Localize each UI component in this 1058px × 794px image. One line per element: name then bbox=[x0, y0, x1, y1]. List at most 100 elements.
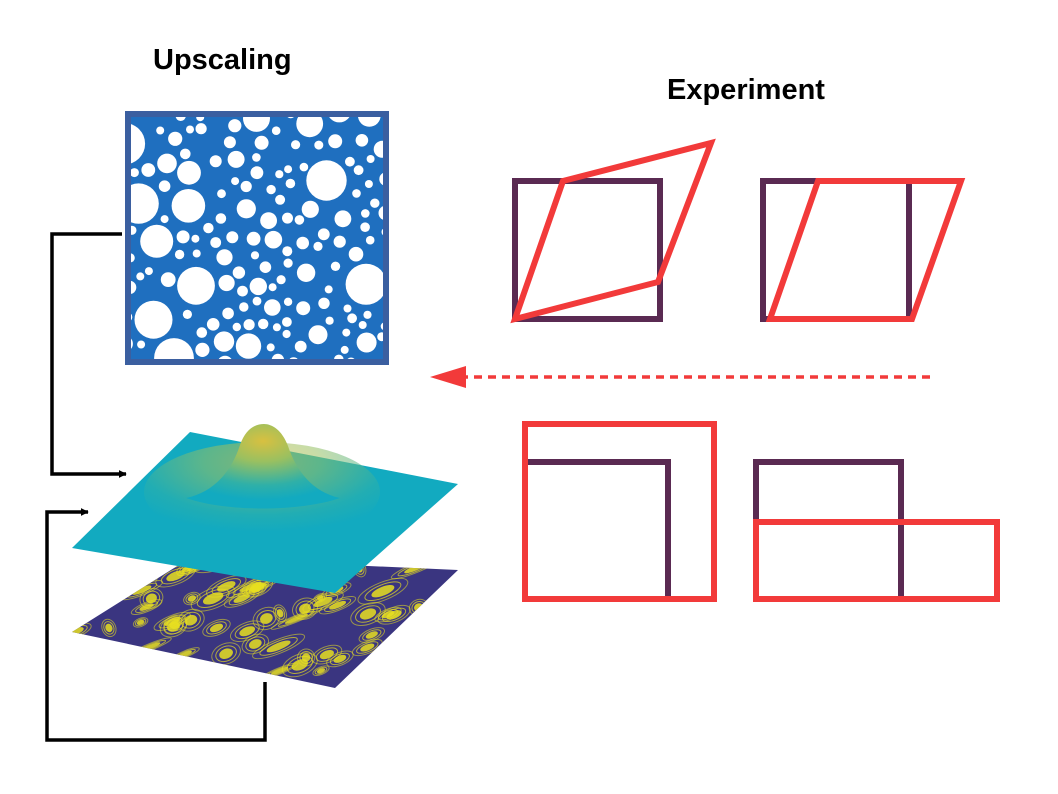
inclusion-particle bbox=[360, 222, 370, 232]
field-contour bbox=[374, 606, 402, 623]
inclusion-particles bbox=[128, 114, 386, 362]
inclusion-particle bbox=[358, 321, 367, 329]
field-contour bbox=[160, 567, 191, 585]
field-contour bbox=[259, 637, 298, 656]
microstructure-rve bbox=[125, 111, 389, 365]
field-contour bbox=[203, 592, 224, 605]
inclusion-particle bbox=[209, 155, 222, 168]
surface-peak bbox=[186, 424, 340, 509]
field-contour bbox=[260, 613, 273, 624]
deformed-box bbox=[522, 421, 717, 602]
field-contour bbox=[292, 597, 318, 620]
inclusion-particle bbox=[268, 283, 277, 292]
microstructure-frame bbox=[125, 111, 389, 365]
inclusion-particle bbox=[348, 246, 364, 262]
inclusion-particle bbox=[347, 313, 357, 324]
inclusion-particle bbox=[282, 329, 291, 339]
inclusion-particle bbox=[254, 135, 269, 150]
field-contour bbox=[196, 588, 230, 609]
field-contour bbox=[228, 591, 255, 606]
field-contour bbox=[314, 666, 328, 675]
inclusion-particle bbox=[227, 150, 245, 168]
field-contour bbox=[329, 600, 347, 610]
inclusion-particle bbox=[158, 180, 171, 192]
inclusion-particle bbox=[317, 228, 330, 241]
inclusion-particle bbox=[195, 342, 210, 357]
inclusion-particle bbox=[365, 235, 375, 245]
field-contour bbox=[256, 609, 277, 628]
inclusion-particle bbox=[356, 332, 377, 353]
experiment-simple-shear bbox=[510, 138, 716, 324]
inclusion-particle bbox=[246, 231, 261, 246]
inclusion-particle bbox=[266, 184, 276, 195]
inclusion-particle bbox=[266, 343, 275, 352]
inclusion-particle bbox=[325, 316, 334, 325]
inclusion-particle bbox=[129, 168, 139, 178]
inclusion-particle bbox=[342, 328, 351, 337]
inclusion-particle bbox=[352, 189, 361, 198]
inclusion-particle bbox=[296, 301, 311, 316]
inclusion-particle bbox=[191, 234, 200, 243]
field-contour bbox=[105, 623, 113, 633]
inclusion-particle bbox=[370, 198, 380, 208]
inclusion-particle bbox=[206, 318, 220, 331]
field-contour bbox=[364, 581, 402, 602]
inclusion-particle bbox=[216, 249, 233, 266]
field-contour bbox=[239, 626, 256, 637]
inclusion-particle bbox=[272, 323, 281, 332]
inclusion-particle bbox=[218, 274, 235, 292]
inclusion-particle bbox=[210, 237, 222, 248]
field-contour bbox=[167, 621, 180, 632]
inclusion-particle bbox=[366, 155, 375, 163]
inclusion-particle bbox=[283, 258, 293, 268]
field-contour bbox=[266, 640, 291, 653]
field-contour bbox=[359, 608, 377, 620]
field-contour bbox=[206, 621, 227, 635]
field-contour bbox=[350, 602, 386, 626]
field-contour bbox=[274, 606, 286, 620]
field-contour bbox=[72, 627, 84, 635]
inclusion-particle bbox=[160, 215, 169, 224]
inclusion-particle bbox=[355, 134, 369, 147]
field-contour bbox=[312, 665, 330, 676]
field-contour bbox=[270, 607, 323, 630]
inclusion-particle bbox=[134, 300, 173, 339]
experiment-title: Experiment bbox=[667, 74, 825, 106]
field-contour bbox=[324, 598, 352, 613]
inclusion-particle bbox=[137, 340, 146, 349]
inclusion-particle bbox=[235, 333, 262, 359]
inclusion-particle bbox=[141, 163, 156, 177]
inclusion-particle bbox=[168, 131, 183, 146]
field-contour bbox=[371, 585, 395, 598]
inclusion-particle bbox=[203, 222, 214, 234]
inclusion-particle bbox=[231, 177, 240, 186]
field-contour bbox=[145, 593, 157, 604]
field-contour bbox=[180, 611, 201, 629]
field-contour bbox=[159, 616, 188, 638]
inclusion-particle bbox=[252, 153, 261, 162]
inclusion-particle bbox=[239, 302, 249, 312]
inclusion-particle bbox=[128, 123, 146, 165]
field-contour bbox=[132, 617, 149, 628]
inclusion-particle bbox=[249, 277, 267, 296]
inclusion-particle bbox=[259, 261, 272, 274]
inclusion-particle bbox=[333, 235, 346, 248]
inclusion-particle bbox=[294, 340, 307, 353]
inclusion-particle bbox=[301, 200, 319, 218]
field-contour bbox=[284, 613, 308, 624]
inclusion-particle bbox=[232, 322, 241, 332]
inclusion-particle bbox=[282, 317, 292, 327]
inclusion-particle bbox=[213, 331, 235, 352]
inclusion-particle bbox=[296, 263, 316, 282]
field-contour bbox=[319, 595, 357, 615]
loop-arrow-lower bbox=[45, 508, 267, 742]
field-contour bbox=[360, 643, 375, 652]
field-contour bbox=[355, 605, 381, 623]
inclusion-particle bbox=[275, 194, 286, 205]
field-contour bbox=[311, 644, 343, 665]
inclusion-particle bbox=[160, 272, 176, 287]
field-contour bbox=[166, 570, 185, 582]
inclusion-particle bbox=[334, 210, 352, 228]
field-contour bbox=[185, 593, 199, 604]
field-contour bbox=[319, 649, 334, 660]
